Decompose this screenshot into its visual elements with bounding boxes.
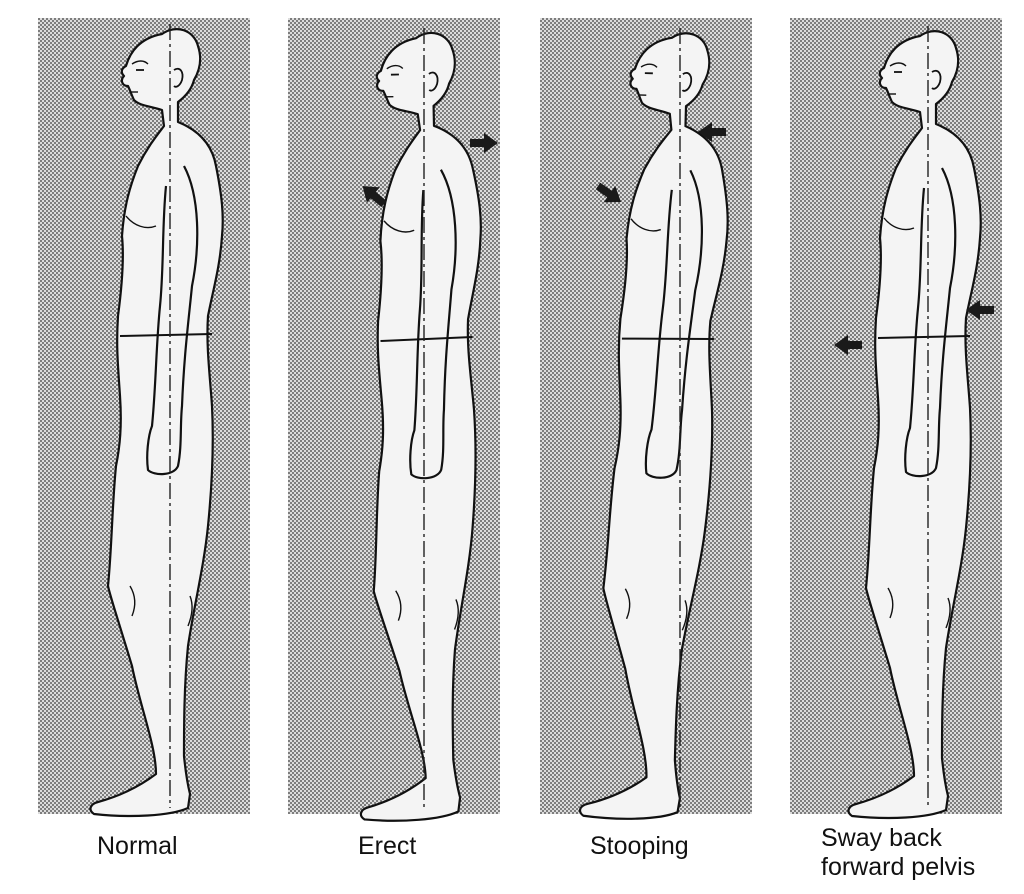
caption-stooping: Stooping [590, 832, 689, 860]
panel-stooping [540, 18, 752, 823]
caption-swayback: Sway back forward pelvis [821, 824, 975, 882]
caption-normal: Normal [97, 832, 178, 860]
caption-erect: Erect [358, 832, 417, 860]
panel-erect [288, 18, 500, 823]
caption-swayback-line2: forward pelvis [821, 853, 976, 881]
panel-normal [38, 18, 250, 818]
caption-swayback-line1: Sway back [821, 824, 942, 852]
panel-swayback [790, 18, 1002, 820]
